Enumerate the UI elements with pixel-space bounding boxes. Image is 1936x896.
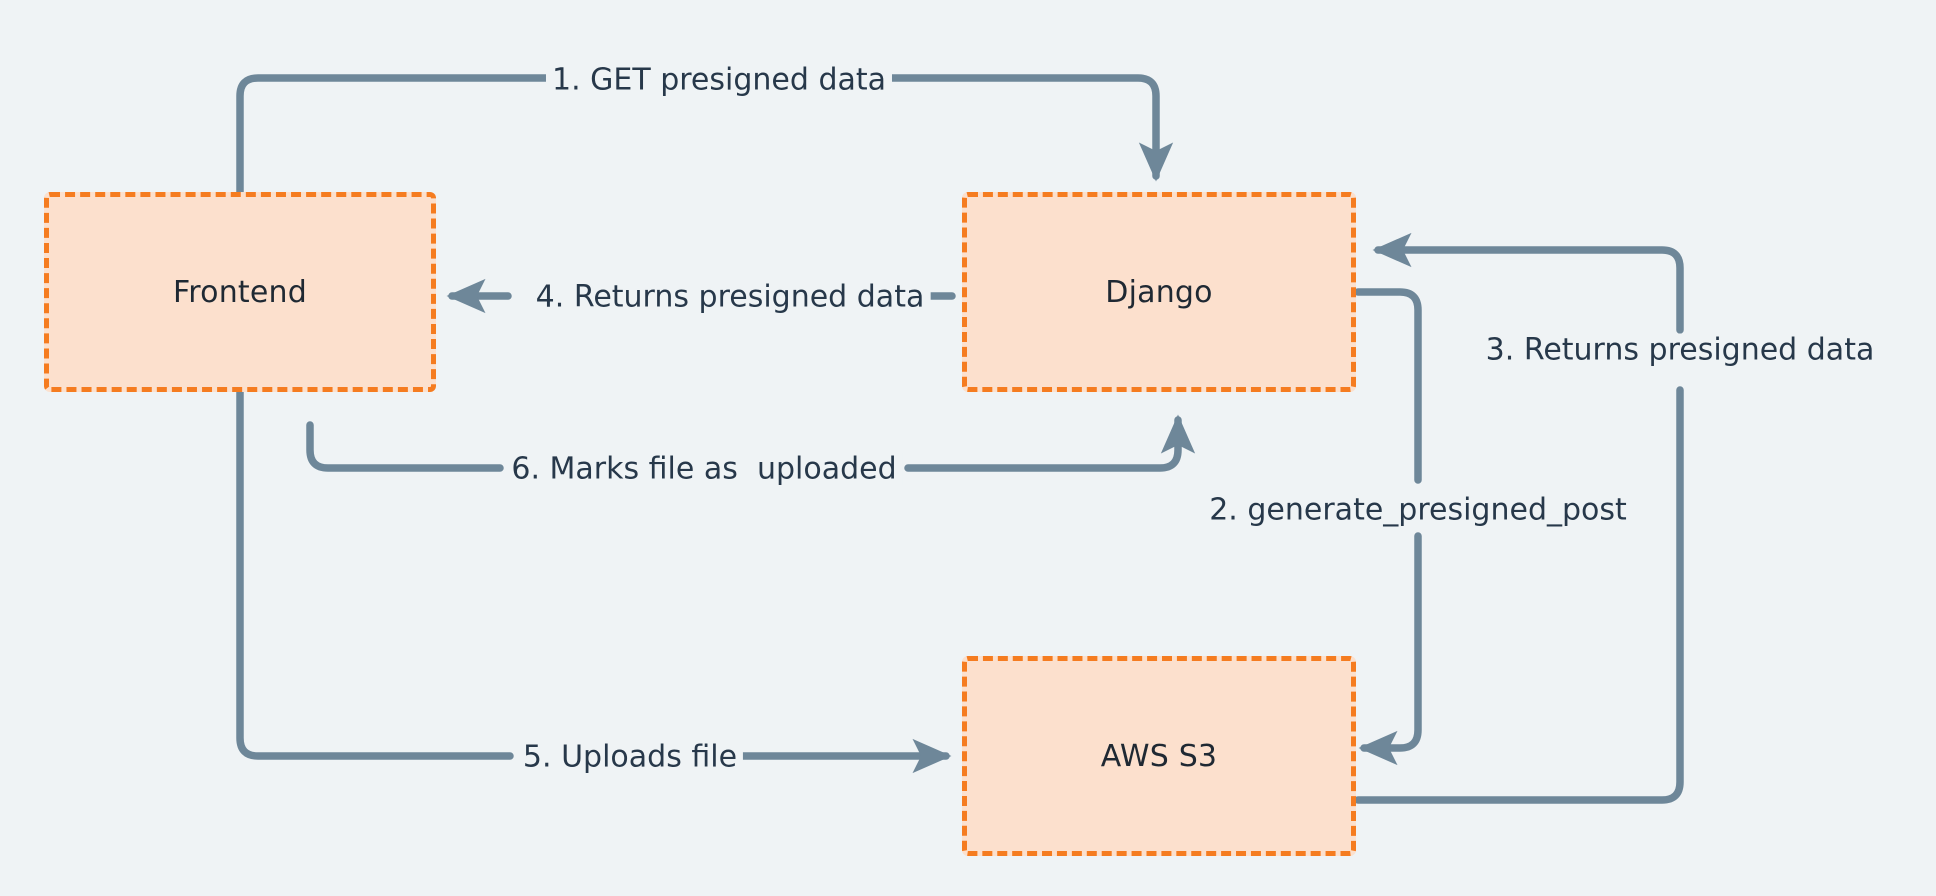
edge-label-step6: 6. Marks file as uploaded	[505, 452, 903, 486]
edge-step1-left-segment	[236, 74, 552, 196]
edge-step6-left-segment	[306, 421, 504, 472]
edge-label-step4: 4. Returns presigned data	[529, 280, 931, 314]
edge-label-step2: 2. generate_presigned_post	[1203, 493, 1633, 527]
edge-step2-lower-segment	[1358, 532, 1422, 766]
edge-step1-right-segment	[886, 74, 1174, 182]
edge-step6-right-segment	[904, 414, 1196, 472]
node-frontend-label: Frontend	[173, 274, 307, 310]
edge-label-step3: 3. Returns presigned data	[1479, 333, 1881, 367]
edge-step5-left-segment	[236, 388, 514, 760]
edge-label-step5: 5. Uploads file	[516, 740, 744, 774]
edge-step3-lower-segment	[1354, 386, 1684, 804]
edge-step3-upper-segment	[1372, 232, 1684, 334]
node-django-label: Django	[1105, 274, 1213, 310]
edge-step2-upper-segment	[1354, 288, 1422, 484]
node-frontend[interactable]: Frontend	[44, 192, 436, 392]
node-aws-s3-label: AWS S3	[1100, 738, 1218, 774]
node-aws-s3[interactable]: AWS S3	[962, 656, 1356, 856]
node-django[interactable]: Django	[962, 192, 1356, 392]
edge-label-step1: 1. GET presigned data	[545, 63, 893, 97]
